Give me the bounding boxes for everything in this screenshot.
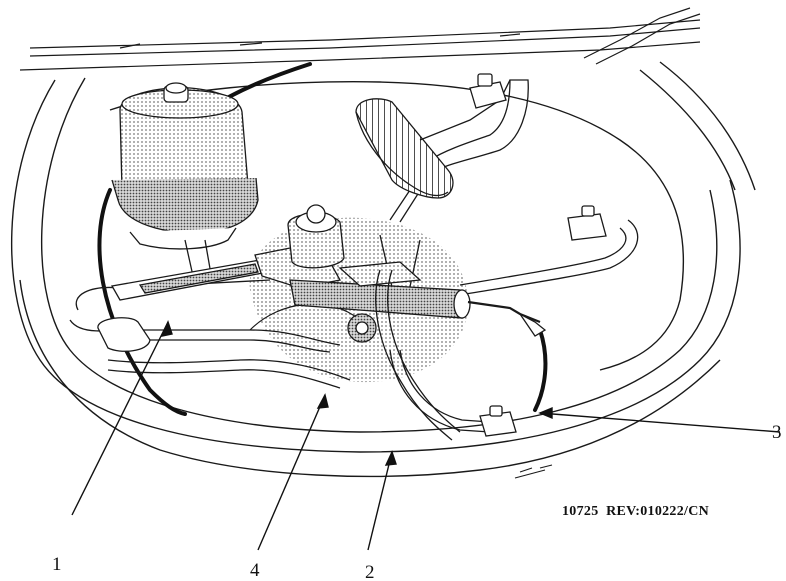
ribbed-cap <box>355 79 511 199</box>
connectors <box>97 73 607 437</box>
callout-2: 2 <box>365 562 375 581</box>
reference-code: 10725 REV:010222/CN <box>562 504 709 519</box>
leader-lines <box>71 320 781 551</box>
frame-rails <box>19 7 701 71</box>
gun-assembly <box>110 204 547 441</box>
filter-canister <box>111 82 259 286</box>
callout-4: 4 <box>250 560 260 581</box>
floor-mark <box>514 464 553 479</box>
callout-3: 3 <box>772 422 782 443</box>
callout-1: 1 <box>52 554 62 575</box>
